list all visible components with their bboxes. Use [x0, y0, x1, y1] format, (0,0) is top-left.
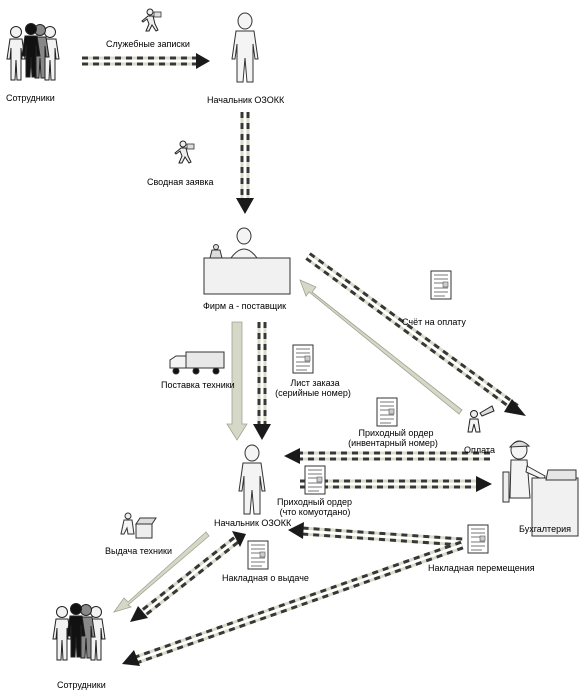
order-sheet-label-1: Лист заказа [290, 378, 340, 388]
head-top-figure [231, 12, 259, 83]
employees-bottom-label: Сотрудники [57, 680, 106, 690]
head-mid-figure [238, 444, 266, 515]
invoice-doc-icon [430, 270, 452, 300]
memos-label: Служебные записки [106, 39, 190, 49]
arrow-transfer-to-employees [122, 540, 464, 666]
issue-equipment-label: Выдача техники [105, 546, 173, 556]
arrow-memos [82, 53, 210, 69]
summary-request-label: Сводная заявка [147, 177, 214, 187]
receipt-inv-label-2: (инвентарный номер) [348, 438, 438, 448]
arrow-transfer-to-head [288, 522, 463, 547]
arrow-issue [113, 531, 210, 613]
issue-doc-icon [247, 540, 269, 570]
solid-arrows [113, 279, 463, 613]
receipt-who-label-2: (что комуотдано) [279, 507, 351, 517]
arrow-delivery [226, 321, 248, 441]
arrow-order-sheet [253, 322, 271, 440]
arrow-issue-waybill [130, 531, 246, 622]
head-top-label: Начальник ОЗОКК [207, 95, 285, 105]
accounting-label: Бухгалтерия [519, 524, 571, 534]
receipt-inv-doc-icon [376, 397, 398, 427]
employees-top-label: Сотрудники [6, 93, 55, 103]
payment-person-icon [467, 405, 495, 433]
arrow-receipt-inventory [284, 448, 490, 464]
order-sheet-label-2: (серийные номер) [275, 388, 351, 398]
invoice-label: Счёт на оплату [402, 317, 466, 327]
supplier-label: Фирм а - поставщик [203, 301, 287, 311]
courier-icon [141, 8, 195, 164]
truck-icon [169, 351, 225, 375]
supplier-desk [203, 227, 291, 295]
employees-bottom-figure [52, 603, 106, 661]
delivery-label: Поставка техники [161, 380, 235, 390]
dashed-arrows [82, 53, 526, 666]
employees-top-figure [6, 23, 60, 81]
head-mid-label: Начальник ОЗОКК [214, 518, 292, 528]
arrow-receipt-who [300, 476, 492, 492]
box-icon [120, 512, 157, 539]
transfer-doc-icon [467, 524, 489, 554]
payment-label: Оплата [464, 445, 495, 455]
arrow-summary-request [236, 112, 254, 214]
receipt-who-label-1: Приходный ордер [277, 497, 352, 507]
transfer-waybill-label: Накладная перемещения [428, 563, 535, 573]
arrow-invoice [305, 252, 526, 416]
receipt-who-doc-icon [304, 465, 326, 495]
order-doc-icon [292, 344, 314, 374]
receipt-inv-label-1: Приходный ордер [358, 428, 434, 438]
arrow-payment [299, 279, 463, 415]
issue-waybill-label: Накладная о выдаче [222, 573, 309, 583]
accounting-desk [502, 440, 579, 537]
